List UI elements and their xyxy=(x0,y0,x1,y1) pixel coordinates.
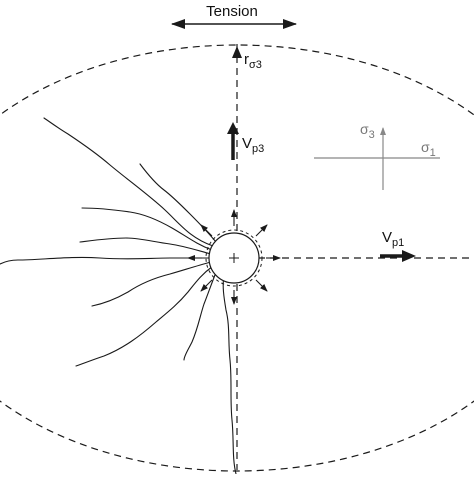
crack-1 xyxy=(43,117,214,247)
crack-3 xyxy=(79,237,212,255)
tension-label: Tension xyxy=(206,3,258,20)
radius-arrowhead xyxy=(232,46,242,58)
center-cross xyxy=(229,253,239,263)
crack-6 xyxy=(75,265,214,367)
vp3-arrowhead xyxy=(227,122,239,134)
crack-8 xyxy=(222,273,237,475)
principal-stress-axes xyxy=(314,127,440,190)
crack-2 xyxy=(81,207,213,251)
sigma1-label: σ1 xyxy=(421,139,436,159)
vp3-label: Vp3 xyxy=(242,135,264,155)
vp1-arrowhead xyxy=(402,250,416,262)
crack-4 xyxy=(0,256,211,265)
radial-cracks xyxy=(0,117,237,475)
vp1-label: Vp1 xyxy=(382,229,404,249)
outer-boundary-ellipse xyxy=(0,44,474,472)
r-sigma3-label: rσ3 xyxy=(244,51,262,71)
crack-7 xyxy=(183,269,218,361)
crack-9 xyxy=(139,163,217,243)
sigma3-label: σ3 xyxy=(360,121,375,141)
borehole-dashed-ring xyxy=(205,229,263,287)
crack-5 xyxy=(91,261,212,307)
pressure-arrows xyxy=(187,209,281,305)
